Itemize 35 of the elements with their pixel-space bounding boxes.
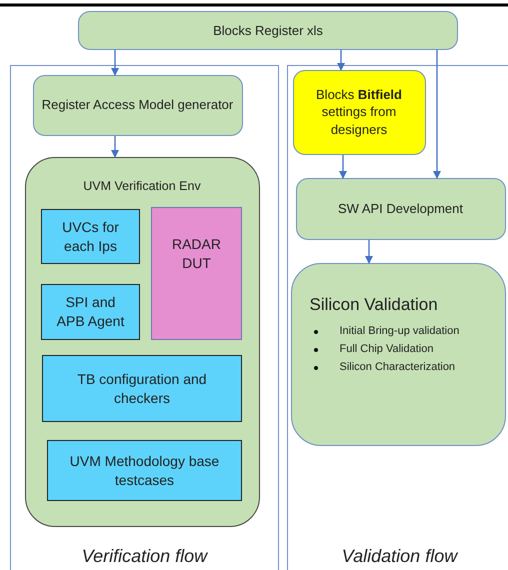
process-box (290, 262, 506, 446)
component-box (41, 284, 140, 340)
bullet-item: Full Chip Validation (340, 343, 434, 356)
box-text: RADAR DUT (170, 234, 222, 272)
dut-box (151, 207, 242, 340)
box-text: UVCs for each Ips (61, 218, 120, 256)
heading: Silicon Validation (310, 294, 438, 316)
box-text: UVM Methodology base testcases (68, 452, 220, 490)
source-box (78, 11, 458, 50)
panel-caption: Validation flow (342, 544, 458, 568)
box-text: TB configuration and checkers (76, 370, 208, 408)
panel-caption: Verification flow (82, 544, 208, 568)
arrow (111, 136, 119, 158)
box-text: SPI and APB Agent (56, 293, 126, 331)
flow-panel (10, 65, 279, 570)
arrow (111, 50, 119, 76)
arrow (339, 155, 347, 179)
process-box (292, 70, 426, 154)
component-box (42, 355, 242, 422)
box-text: SW API Development (338, 200, 463, 218)
arrow (433, 50, 441, 179)
bullet-item: Initial Bring-up validation (340, 325, 460, 338)
arrow (365, 240, 373, 264)
arrow (337, 50, 345, 71)
heading: UVM Verification Env (83, 178, 201, 194)
box-text: Blocks Register xls (213, 22, 323, 40)
bullet-item: Silicon Characterization (340, 361, 456, 374)
box-text: Register Access Model generator (42, 96, 234, 114)
process-box (32, 74, 242, 136)
flow-panel (287, 65, 508, 570)
process-box (296, 178, 506, 240)
environment-box (24, 156, 260, 526)
component-box (41, 209, 140, 264)
box-text: Blocks Bitfield settings from designers (315, 86, 403, 138)
component-box (47, 440, 242, 501)
